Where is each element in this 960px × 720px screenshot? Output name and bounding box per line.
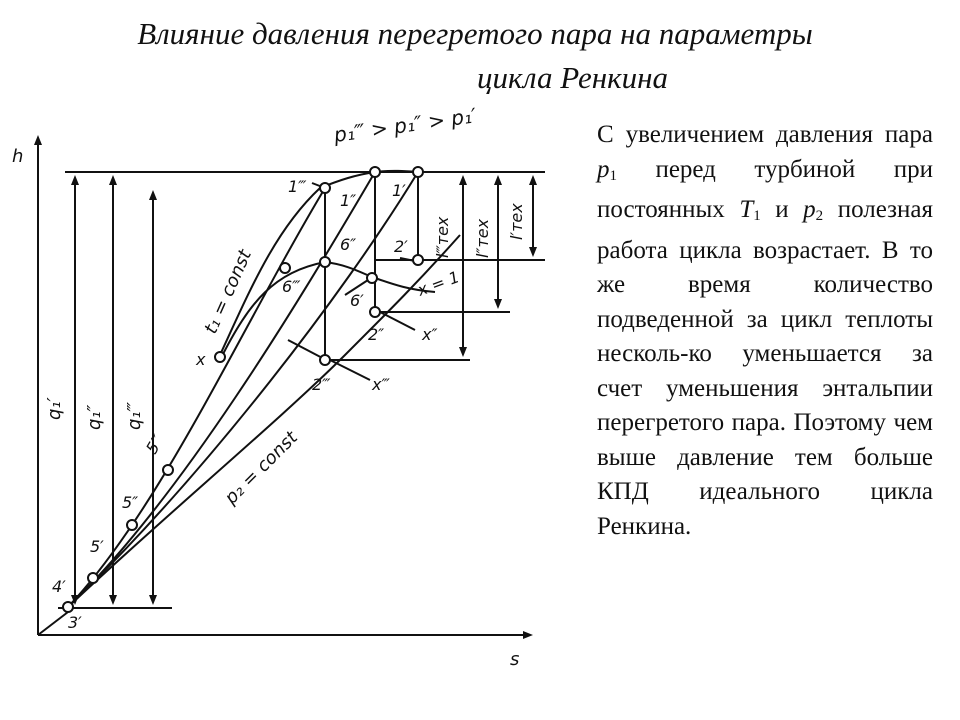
hs-diagram: h s p₁‴ > p₁″ > p₁′ t₁ = const p₂ = cons… (0, 103, 580, 695)
label-1dbl: 1″ (340, 191, 356, 210)
point-1prime (412, 166, 424, 178)
point-6dbl (319, 256, 331, 268)
slide-title: Влияние давления перегретого пара на пар… (40, 12, 920, 100)
saturation-line (219, 260, 376, 361)
point-5prime (87, 572, 99, 584)
label-5trp: 5‴ (142, 431, 168, 457)
isotherm-t1-left (219, 187, 321, 356)
label-q1prime: q₁′ (44, 397, 65, 420)
point-5dbl (126, 519, 138, 531)
isobar-p2 (67, 234, 461, 608)
label-q1trp: q₁‴ (124, 401, 145, 430)
label-2dbl: 2″ (368, 325, 384, 344)
label-x: x (195, 350, 206, 369)
desc-p2-symbol: p (803, 196, 816, 223)
isobar-p1-prime (67, 171, 419, 608)
desc-t1-sub: 1 (753, 208, 761, 224)
label-1trp: 1‴ (288, 177, 307, 196)
label-6prime: 6′ (350, 291, 364, 310)
point-x (214, 351, 226, 363)
tick-x-trp (329, 359, 371, 381)
x-line-right (374, 277, 436, 293)
desc-t1-symbol: T (739, 196, 754, 223)
label-2trp: 2‴ (312, 375, 331, 394)
isobar-p2-label: p₂ = const (220, 427, 303, 510)
label-6dbl: 6″ (340, 235, 356, 254)
point-2dbl (369, 306, 381, 318)
point-2prime (412, 254, 424, 266)
label-4prime: 4′ (52, 577, 66, 596)
tick-x-dbl (379, 311, 416, 331)
label-5prime: 5′ (90, 537, 104, 556)
label-3prime: 3′ (68, 613, 82, 632)
label-l-dbl: l″тех (473, 218, 492, 258)
h-axis-label: h (12, 146, 23, 167)
hs-diagram-svg: h s p₁‴ > p₁″ > p₁′ t₁ = const p₂ = cons… (12, 103, 545, 670)
label-q1dbl: q₁″ (84, 404, 105, 430)
desc-part-3: и (760, 196, 804, 223)
title-line-2: цикла Ренкина (476, 60, 669, 95)
label-2prime: 2′ (394, 237, 408, 256)
label-x-trp: x‴ (371, 375, 390, 394)
desc-p1-sub: 1 (609, 167, 618, 184)
description-text: С увеличением давления пара p1 перед тур… (597, 118, 933, 544)
label-l-trp: l‴тех (433, 216, 452, 258)
point-1dbl (369, 166, 381, 178)
label-6trp: 6‴ (282, 277, 301, 296)
label-l-prime: l′тех (507, 203, 526, 240)
desc-part-1: С увеличением давления пара (597, 121, 933, 148)
desc-p2-sub: 2 (815, 208, 824, 224)
x1-label: x = 1 (414, 267, 462, 300)
desc-part-2: перед турбиной при постоянных (597, 155, 933, 224)
label-5dbl: 5″ (122, 493, 138, 512)
label-x-dbl: x″ (421, 325, 437, 344)
point-1trp (319, 182, 331, 194)
isobar-p1-trp (67, 187, 326, 608)
desc-part-4: полезная работа цикла возрастает. В то ж… (597, 196, 933, 540)
point-6trp (279, 262, 291, 274)
desc-p1-symbol: p (597, 155, 610, 183)
pressure-order-label: p₁‴ > p₁″ > p₁′ (331, 105, 478, 147)
label-1prime: 1′ (392, 181, 406, 200)
point-6prime (366, 272, 378, 284)
s-axis-label: s (510, 649, 519, 670)
point-3prime (62, 601, 74, 613)
point-2trp (319, 354, 331, 366)
point-5trp (162, 464, 174, 476)
isobar-p1-dbl (67, 171, 376, 608)
tick-6prime (344, 279, 369, 296)
origin-diagonal (37, 611, 69, 636)
title-line-1: Влияние давления перегретого пара на пар… (137, 16, 813, 51)
